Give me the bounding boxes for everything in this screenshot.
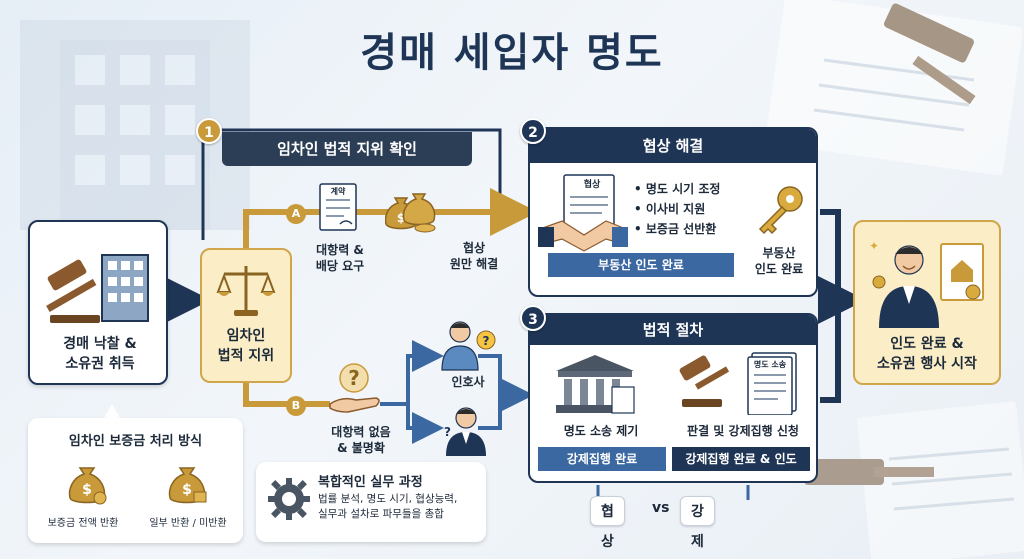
final-completion-card: ✦ 인도 완료 & 소유권 행사 시작	[853, 220, 1001, 385]
branch-a-result-line2: 원만 해결	[432, 256, 516, 272]
svg-text:?: ?	[483, 334, 490, 348]
final-completion-label: 인도 완료 & 소유권 행사 시작	[855, 334, 999, 374]
step1-number-badge: 1	[196, 118, 222, 144]
complex-process-card: 복합적인 실무 과정 법률 분석, 명도 시기, 협상능력, 실무과 설차로 파…	[256, 462, 486, 542]
deposit-title: 임차인 보증금 처리 방식	[28, 430, 243, 449]
step2-bullet-text: 보증금 선반환	[646, 222, 716, 236]
key-label-line1: 부동산	[742, 245, 816, 261]
step2-bullet-text: 명도 시기 조정	[646, 182, 721, 196]
step3-right-label: 판결 및 강제집행 신청	[670, 423, 816, 439]
step2-bullet-text: 이사비 지원	[646, 202, 705, 216]
branch-b-label: 대항력 없음 & 불명확	[316, 424, 406, 456]
step2-header: 협상 해결	[530, 129, 816, 163]
step3-result-pill-left: 강제집행 완료	[538, 447, 666, 471]
vs-left-pill: 협상	[590, 496, 625, 526]
step2-number-badge: 2	[520, 118, 546, 144]
tenant-label-line2: 법적 지위	[202, 346, 290, 366]
gavel-icon	[676, 353, 732, 411]
acquisition-label-line2: 소유권 취득	[30, 354, 170, 374]
money-bag-full-icon: $	[66, 460, 108, 506]
acquisition-label: 경매 낙찰 & 소유권 취득	[30, 334, 170, 374]
tenant-legal-status-label: 임차인 법적 지위	[202, 326, 290, 366]
svg-text:?: ?	[348, 366, 360, 390]
owner-with-certificate-icon: ✦	[865, 230, 989, 330]
key-label-line2: 인도 완료	[742, 261, 816, 277]
svg-text:?: ?	[444, 425, 451, 439]
branch-b-marker: B	[286, 396, 306, 416]
step2-result-pill: 부동산 인도 완료	[548, 253, 734, 277]
deposit-option-full: 보증금 전액 반환	[32, 514, 134, 529]
branch-a-marker: A	[286, 204, 306, 224]
step3-left-label: 명도 소송 제기	[536, 423, 666, 439]
branch-b-person-label: 인호사	[438, 374, 498, 390]
final-label-line2: 소유권 행사 시작	[855, 354, 999, 374]
step3-legal-procedure-box: 법적 절차 명도 소송 명도 소송 제기 판결 및 강제집행 신청 강제집행 완…	[528, 313, 818, 483]
step2-bullet: • 보증금 선반환	[634, 219, 720, 239]
branch-a-result-line1: 협상	[432, 240, 516, 256]
svg-text:$: $	[182, 482, 192, 498]
courthouse-icon	[552, 353, 638, 417]
branch-b-label-line1: 대항력 없음	[316, 424, 406, 440]
tenant-label-line1: 임차인	[202, 326, 290, 346]
auction-acquisition-card: 경매 낙찰 & 소유권 취득	[28, 220, 168, 385]
negotiation-document-label: 협상	[572, 177, 612, 190]
step1-header: 임차인 법적 지위 확인	[222, 132, 472, 166]
branch-a-label-line1: 대항력 &	[300, 242, 380, 258]
key-label: 부동산 인도 완료	[742, 245, 816, 277]
confused-person-icon: ?	[436, 316, 498, 372]
key-icon	[754, 183, 806, 237]
step2-bullet: • 이사비 지원	[634, 199, 720, 219]
acquisition-label-line1: 경매 낙찰 &	[30, 334, 170, 354]
branch-a-label-line2: 배당 요구	[300, 258, 380, 274]
step2-bullet-list: • 명도 시기 조정 • 이사비 지원 • 보증금 선반환	[634, 179, 720, 239]
svg-text:✦: ✦	[869, 239, 879, 253]
step2-bullet: • 명도 시기 조정	[634, 179, 720, 199]
complex-desc-line2: 실무과 설차로 파무들을 총합	[318, 507, 483, 522]
branch-a-result-label: 협상 원만 해결	[432, 240, 516, 272]
question-hand-icon: ?	[328, 360, 384, 416]
step3-number-badge: 3	[520, 305, 546, 331]
deposit-handling-card: 임차인 보증금 처리 방식 $ $ 보증금 전액 반환 일부 반환 / 미반환	[28, 418, 243, 543]
final-label-line1: 인도 완료 &	[855, 334, 999, 354]
tenant-legal-status-card: 임차인 법적 지위	[200, 248, 292, 383]
vs-right-pill: 강제집행	[680, 496, 715, 526]
branch-a-label: 대항력 & 배당 요구	[300, 242, 380, 274]
money-bag-partial-icon: $	[166, 460, 208, 506]
gear-icon	[266, 476, 312, 522]
vs-label: vs	[652, 500, 669, 516]
step2-negotiation-box: 협상 해결 협상 • 명도 시기 조정 • 이사비 지원 • 보증금 선반환 부…	[528, 127, 818, 297]
branch-b-label-line2: & 불명확	[316, 440, 406, 456]
gavel-building-icon	[40, 237, 158, 327]
step3-result-pill-right: 강제집행 완료 & 인도	[672, 447, 810, 471]
lawsuit-document-label: 명도 소송	[746, 359, 794, 370]
lawyer-person-icon: ?	[436, 402, 498, 458]
scales-of-justice-icon	[216, 260, 276, 320]
complex-desc-line1: 법률 분석, 명도 시기, 협상능력,	[318, 492, 483, 507]
deposit-option-partial: 일부 반환 / 미반환	[136, 514, 240, 529]
contract-document-label: 계약	[324, 186, 352, 197]
svg-text:$: $	[82, 482, 92, 498]
step3-header: 법적 절차	[530, 315, 816, 345]
complex-process-description: 법률 분석, 명도 시기, 협상능력, 실무과 설차로 파무들을 총합	[318, 492, 483, 522]
money-bags-icon: $	[385, 188, 437, 234]
complex-process-title: 복합적인 실무 과정	[318, 471, 423, 490]
